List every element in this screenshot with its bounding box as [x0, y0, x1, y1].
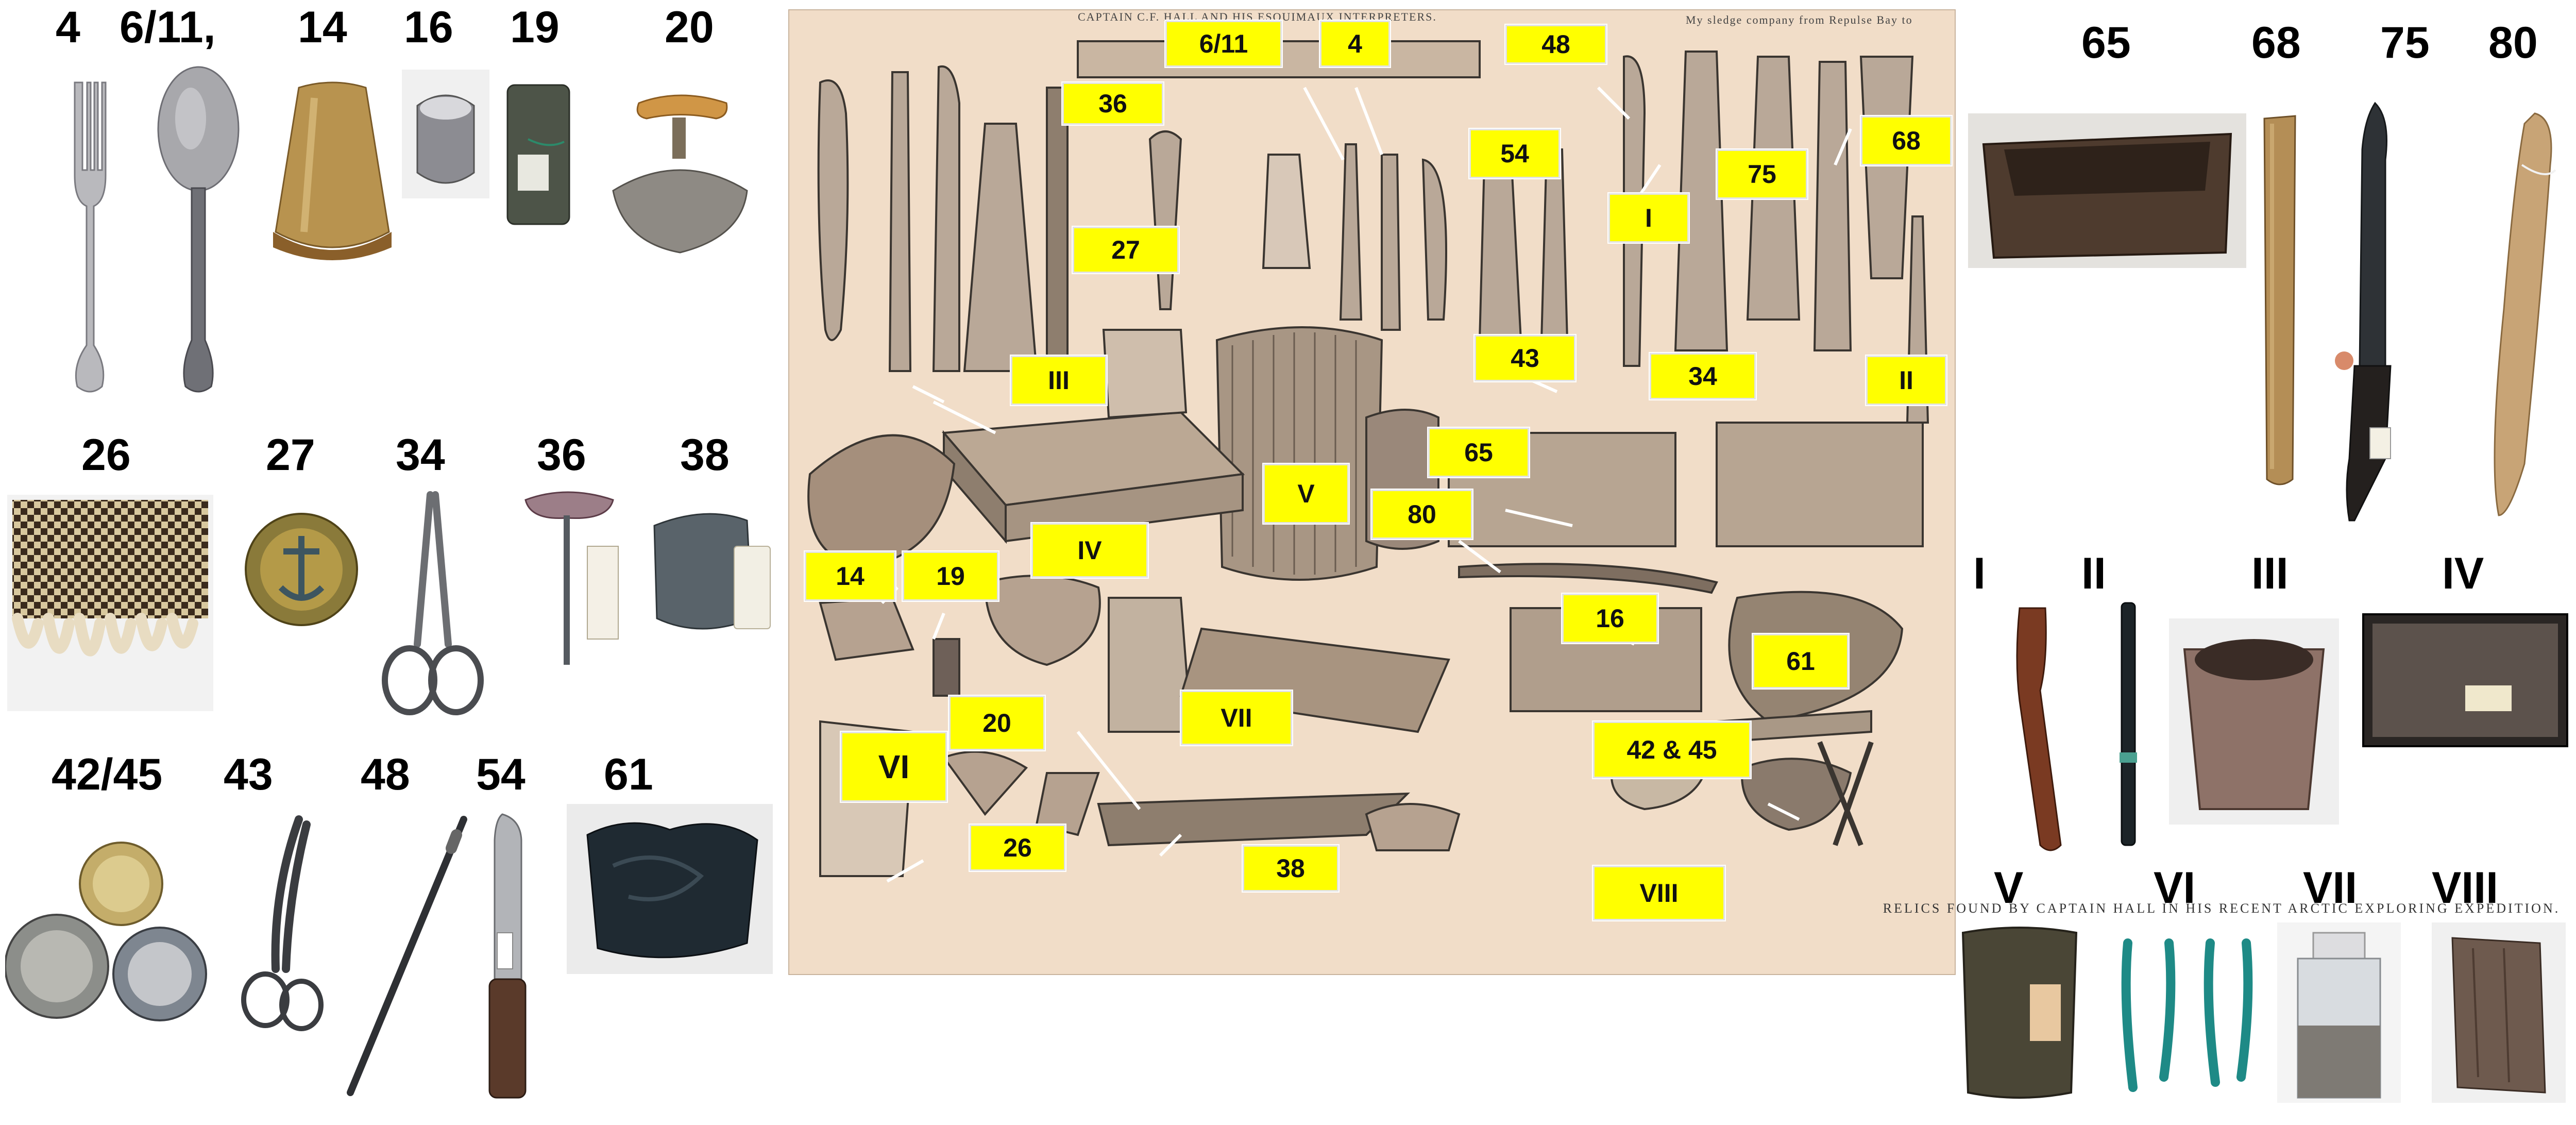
spoon-photo	[157, 66, 240, 393]
label-VII: VII	[2303, 863, 2358, 913]
marker-I: I	[1608, 193, 1689, 243]
dark-rod-photo	[2120, 602, 2137, 846]
label-IV: IV	[2442, 549, 2484, 598]
wood-fragment-photo	[2432, 922, 2566, 1103]
label-48: 48	[361, 750, 410, 799]
metal-can-photo	[1961, 927, 2078, 1099]
marker-IV: IV	[1031, 523, 1148, 578]
knife-photo	[488, 813, 527, 1099]
label-14: 14	[298, 3, 347, 52]
marker-III: III	[1011, 356, 1107, 405]
marker-68: 68	[1861, 116, 1952, 165]
marker-16: 16	[1562, 594, 1658, 643]
marker-34: 34	[1650, 353, 1756, 399]
marker-19: 19	[903, 551, 998, 601]
wooden-piece-photo	[2016, 607, 2062, 851]
beaded-strands-photo	[2121, 938, 2253, 1092]
checked-fabric-with-teeth-photo	[7, 495, 213, 711]
marker-54: 54	[1469, 129, 1560, 178]
tin-lids-photo	[5, 842, 207, 1021]
brass-object-photo	[273, 81, 392, 260]
label-26: 26	[81, 430, 131, 480]
marker-80: 80	[1371, 490, 1472, 539]
label-V: V	[1994, 863, 2024, 913]
engraving-panel: CAPTAIN C.F. HALL AND HIS ESQUIMAUX INTE…	[788, 9, 2558, 975]
ring-object-photo	[402, 70, 489, 198]
marker-20: 20	[949, 696, 1045, 750]
metal-container-photo	[2169, 618, 2339, 825]
marker-II: II	[1866, 356, 1946, 405]
marker-VIII: VIII	[1593, 866, 1725, 920]
label-75: 75	[2380, 18, 2430, 68]
marker-VII: VII	[1181, 691, 1292, 745]
marker-65: 65	[1428, 428, 1529, 477]
label-VI: VI	[2154, 863, 2196, 913]
marker-26: 26	[970, 825, 1065, 871]
marker-48: 48	[1505, 25, 1606, 64]
label-54: 54	[476, 750, 526, 799]
label-36: 36	[537, 430, 586, 480]
wooden-stick-photo	[2263, 115, 2296, 485]
pin-photo	[524, 491, 619, 665]
ulu-knife-photo	[612, 94, 748, 254]
label-38: 38	[680, 430, 730, 480]
long-needle-photo	[347, 816, 467, 1096]
marker-27: 27	[1073, 227, 1179, 273]
marker-VI: VI	[841, 732, 947, 802]
cylinder-fragment-photo	[506, 84, 570, 225]
label-6-11: 6/11,	[120, 3, 216, 52]
marker-61: 61	[1753, 634, 1849, 689]
cloth-bag-photo	[567, 804, 773, 974]
engraving-header-right: My sledge company from Repulse Bay to	[1686, 13, 1913, 26]
marker-42-45: 42 & 45	[1593, 721, 1751, 778]
label-43: 43	[224, 750, 273, 799]
marker-36: 36	[1062, 82, 1163, 125]
marker-38: 38	[1243, 845, 1338, 892]
label-68: 68	[2251, 18, 2301, 68]
label-20: 20	[665, 3, 714, 52]
marker-4: 4	[1320, 21, 1390, 67]
bone-tool-photo	[2494, 112, 2556, 516]
label-VIII: VIII	[2432, 863, 2499, 913]
marker-V: V	[1263, 464, 1349, 524]
marker-75: 75	[1717, 149, 1807, 199]
label-42-45: 42/45	[52, 750, 163, 799]
framed-tray-photo	[2362, 613, 2568, 747]
long-knife-photo	[2335, 102, 2392, 522]
wooden-box-photo	[1968, 113, 2246, 268]
scissors-photo	[382, 491, 484, 715]
glass-jar-photo	[2277, 922, 2401, 1103]
label-4: 4	[56, 3, 80, 52]
label-19: 19	[510, 3, 560, 52]
label-65: 65	[2081, 18, 2131, 68]
label-III: III	[2251, 549, 2289, 598]
label-II: II	[2081, 549, 2106, 598]
marker-43: 43	[1475, 335, 1575, 381]
label-61: 61	[604, 750, 653, 799]
fork-photo	[74, 81, 107, 393]
marker-14: 14	[805, 551, 895, 601]
stone-object-photo	[653, 513, 771, 630]
marker-6-11: 6/11	[1165, 21, 1282, 67]
anchor-button-photo	[245, 513, 358, 626]
label-16: 16	[404, 3, 453, 52]
label-27: 27	[266, 430, 315, 480]
shears-photo	[241, 815, 324, 1031]
label-34: 34	[396, 430, 445, 480]
engraving-caption: RELICS FOUND BY CAPTAIN HALL IN HIS RECE…	[1883, 901, 2561, 916]
label-I: I	[1973, 549, 1986, 598]
label-80: 80	[2488, 18, 2538, 68]
